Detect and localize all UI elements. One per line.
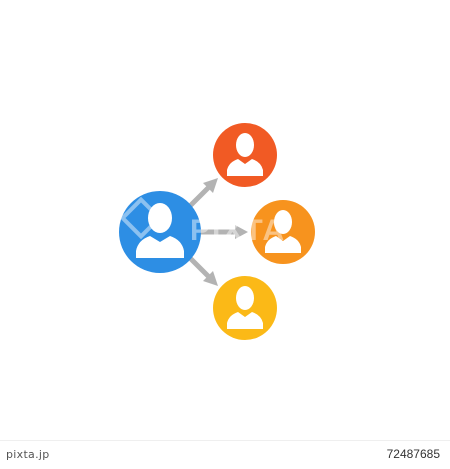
person-icon bbox=[265, 210, 301, 253]
watermark-logo-icon bbox=[119, 196, 163, 240]
target-node-top bbox=[213, 123, 277, 187]
arrow-up-right-icon bbox=[186, 178, 218, 210]
watermark-text: PIXTA bbox=[190, 214, 286, 247]
arrow-right-icon bbox=[197, 225, 248, 239]
footer-image-id: 72487685 bbox=[386, 447, 440, 461]
target-node-bottom bbox=[213, 276, 277, 340]
footer-bar: pixta.jp 72487685 bbox=[0, 440, 450, 469]
person-icon bbox=[227, 133, 263, 176]
source-node bbox=[119, 191, 201, 273]
footer-brand: pixta.jp bbox=[6, 448, 50, 461]
watermark: PIXTA bbox=[119, 196, 286, 247]
person-icon bbox=[227, 286, 263, 329]
person-icon bbox=[136, 203, 184, 258]
target-node-middle bbox=[251, 200, 315, 264]
arrow-down-right-icon bbox=[186, 254, 218, 286]
